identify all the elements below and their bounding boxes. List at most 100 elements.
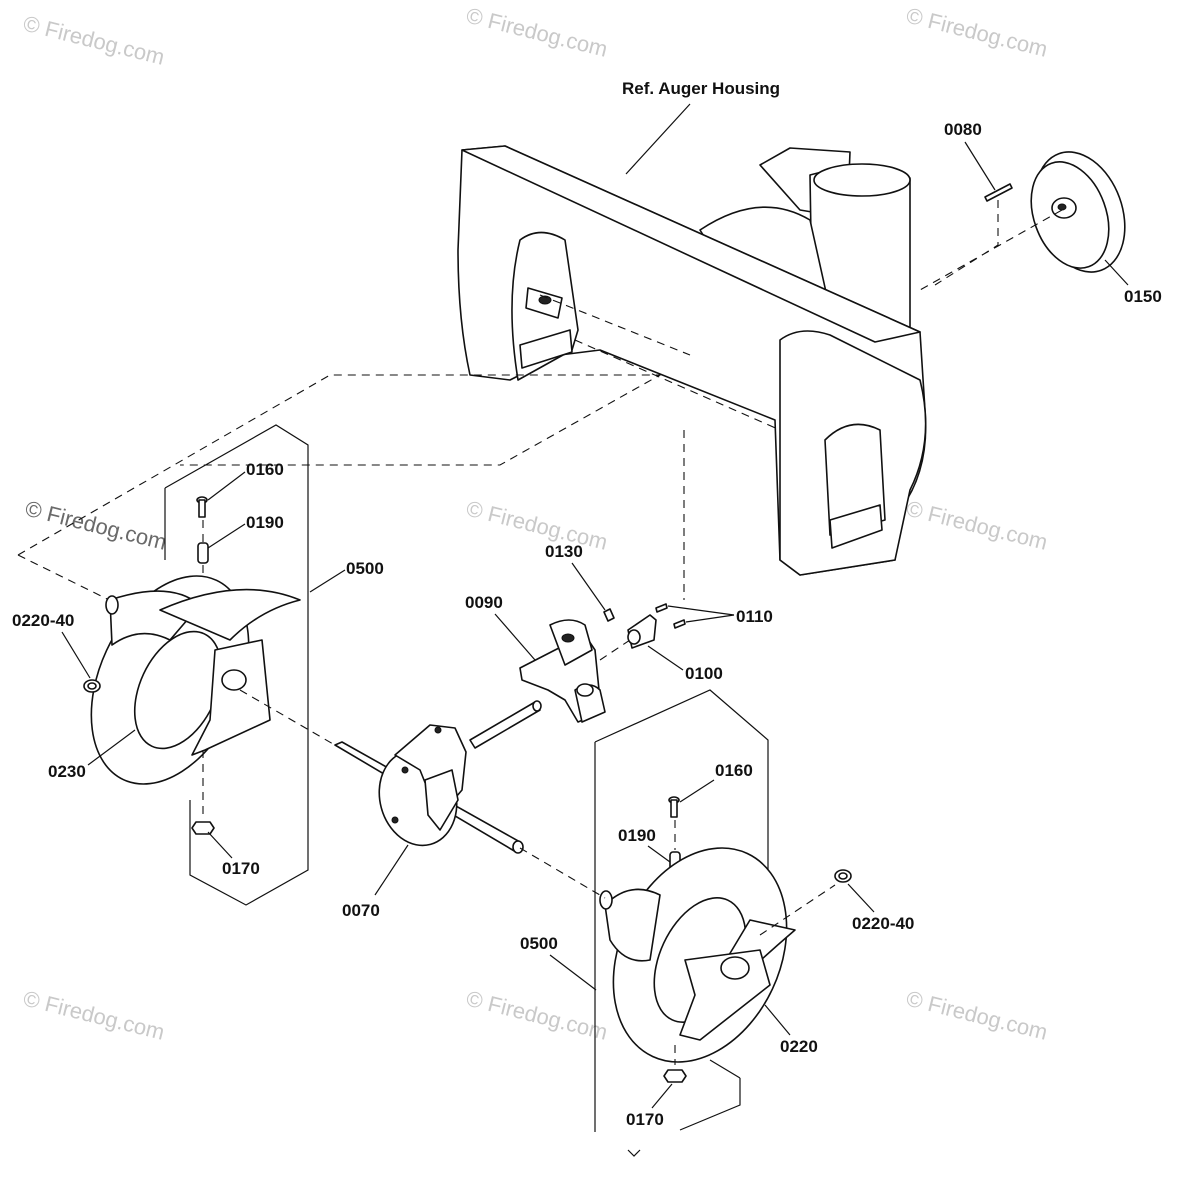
- label-0160-left: 0160: [246, 460, 284, 479]
- gearbox-bolt: [391, 816, 399, 824]
- watermark: © Firedog.com: [21, 11, 167, 70]
- label-0160-right: 0160: [715, 761, 753, 780]
- auger-0220: [599, 847, 796, 1063]
- label-0190-right: 0190: [618, 826, 656, 845]
- auger-hub-plate: [191, 639, 271, 756]
- gearbox-web: [424, 769, 459, 831]
- leader-0160-left: [207, 471, 246, 501]
- bearing-housing-top: [549, 619, 593, 666]
- auger-flight-top: [159, 588, 301, 641]
- label-0220-40-left: 0220-40: [12, 611, 74, 630]
- label-0130: 0130: [545, 542, 583, 561]
- pulley-0150: [1030, 151, 1126, 273]
- leader-0100: [647, 645, 684, 671]
- leader-0230: [87, 729, 136, 766]
- watermark-dark: © Firedog.com: [23, 496, 169, 555]
- label-0110: 0110: [736, 607, 773, 626]
- bearing-ring: [627, 629, 641, 645]
- auger-0230: [90, 575, 301, 785]
- bearing-0100: [627, 614, 657, 649]
- bracket-0500-left: [164, 424, 309, 906]
- watermark: © Firedog.com: [904, 3, 1050, 62]
- leader-0070: [374, 844, 409, 896]
- label-0500-right: 0500: [520, 934, 558, 953]
- leader-0110-b: [685, 614, 735, 623]
- bearing-housing-hole: [561, 633, 575, 643]
- shaft-end-right: [512, 840, 524, 854]
- label-0070: 0070: [342, 901, 380, 920]
- grease-fitting-0220-40-right: [834, 869, 852, 883]
- label-0230: 0230: [48, 762, 86, 781]
- housing-top-rail: [461, 145, 921, 343]
- screw-0130: [603, 608, 615, 622]
- watermark: © Firedog.com: [464, 3, 610, 62]
- watermark: © Firedog.com: [21, 986, 167, 1045]
- auger-shaft-end: [105, 595, 119, 615]
- leader-0110-a: [667, 605, 735, 616]
- watermark: © Firedog.com: [464, 986, 610, 1045]
- left-skid: [519, 329, 573, 369]
- label-0220: 0220: [780, 1037, 818, 1056]
- chevron-down-icon: [627, 1149, 641, 1157]
- left-auger-axis: [239, 689, 341, 749]
- auger-housing: [457, 145, 927, 576]
- watermark: © Firedog.com: [464, 496, 610, 555]
- bracket-0500-right-corner: [709, 1059, 741, 1079]
- auger-shaft-end: [599, 890, 613, 910]
- left-bearing-hole: [538, 295, 552, 305]
- ref-auger-housing-label: Ref. Auger Housing: [622, 79, 780, 98]
- grease-axis-right: [759, 884, 836, 936]
- right-auger-axis: [519, 847, 606, 899]
- leader-0190-left: [207, 523, 246, 549]
- label-0080: 0080: [944, 120, 982, 139]
- pulley-axis: [919, 200, 1063, 291]
- label-0170-right: 0170: [626, 1110, 664, 1129]
- leader-0080: [964, 141, 996, 191]
- leader-0500-right: [549, 954, 597, 991]
- label-0090: 0090: [465, 593, 503, 612]
- leader-0130: [571, 562, 606, 611]
- leader-0190-right: [647, 845, 671, 863]
- bearing-housing-boss: [576, 683, 594, 697]
- input-shaft: [469, 701, 541, 749]
- leader-0160-right: [679, 779, 715, 803]
- leader-0170-left: [207, 831, 233, 859]
- grease-fitting-0220-40-left: [83, 679, 101, 693]
- input-shaft-end: [532, 700, 542, 712]
- ref-auger-housing-leader: [625, 103, 691, 175]
- gearbox-bolt: [434, 726, 442, 734]
- auger-hub: [221, 669, 247, 691]
- nut-0170-left: [191, 821, 215, 835]
- bracket-0500-right: [594, 689, 769, 1132]
- leader-0220-40-right: [847, 883, 875, 913]
- leader-0090: [494, 613, 536, 661]
- leader-0220: [764, 1004, 791, 1036]
- auger-hub: [720, 956, 750, 980]
- right-skid: [829, 504, 883, 549]
- label-0190-left: 0190: [246, 513, 284, 532]
- leader-0220-40-left: [61, 631, 91, 679]
- label-0150: 0150: [1124, 287, 1162, 306]
- watermark: © Firedog.com: [904, 986, 1050, 1045]
- screws-0110: [655, 603, 686, 629]
- label-0100: 0100: [685, 664, 723, 683]
- gearbox-0070: [334, 700, 542, 854]
- nut-0170-right: [663, 1069, 687, 1083]
- spacer-0190-left: [197, 542, 209, 564]
- housing-hidden-edge: [574, 339, 781, 431]
- key-0080: [984, 183, 1013, 202]
- label-0170-left: 0170: [222, 859, 260, 878]
- leader-0170-right: [651, 1083, 673, 1109]
- chute-opening: [813, 163, 911, 197]
- label-0500-left: 0500: [346, 559, 384, 578]
- bolt-0160-left: [196, 496, 208, 518]
- gearbox-bolt: [401, 766, 409, 774]
- leader-0150: [1104, 259, 1129, 286]
- pulley-bore: [1057, 203, 1067, 211]
- bolt-0160-right: [668, 796, 680, 818]
- auger-flight-left: [604, 888, 661, 962]
- bearing-axis: [599, 639, 631, 661]
- leader-0500-left: [309, 569, 346, 593]
